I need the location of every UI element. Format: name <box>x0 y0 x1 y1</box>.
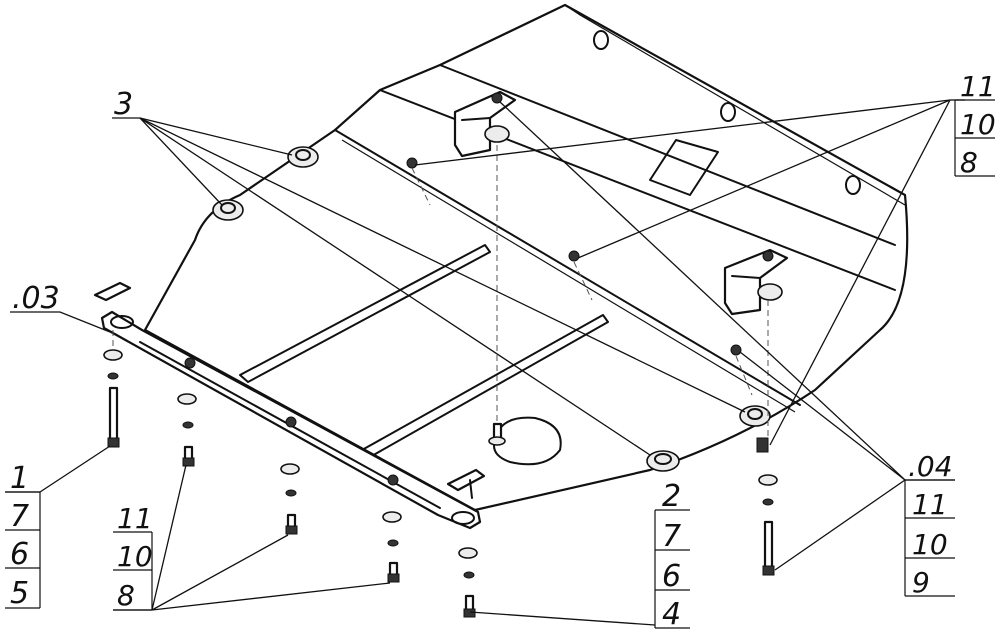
stud <box>488 422 506 446</box>
fastener-stack-right <box>756 437 778 576</box>
callout-item: 8 <box>960 146 978 179</box>
callout-stack-right: .04 11 10 9 <box>904 450 955 599</box>
nut <box>730 344 742 356</box>
assembly-axis-lines <box>112 145 769 438</box>
callout-item: 11 <box>117 502 153 535</box>
callout-stack-left: 1 7 6 5 <box>5 461 41 611</box>
callout-03: .03 <box>12 281 60 316</box>
callout-stack-top-right: 11 10 8 <box>954 70 996 179</box>
clip-part <box>446 468 486 499</box>
callout-item: 10 <box>117 540 153 573</box>
fastener-stack <box>280 463 300 535</box>
bracket-rear-left <box>453 90 517 158</box>
callout-item: 7 <box>10 499 29 534</box>
mount-hole <box>720 102 736 122</box>
leader-lines <box>5 99 965 626</box>
fastener-stack <box>382 511 402 583</box>
drain-opening <box>493 416 562 466</box>
callout-item: 2 <box>662 479 681 514</box>
grommet <box>212 199 244 221</box>
callout-item: 8 <box>117 579 135 612</box>
callout-item: 10 <box>960 108 996 141</box>
callout-stack-bottom: 2 7 6 4 <box>654 479 690 632</box>
fastener-stack <box>458 547 478 618</box>
callout-item: 10 <box>912 528 948 561</box>
bracket-rear-right <box>723 248 789 316</box>
service-hatch <box>649 139 719 196</box>
front-bracket-bar <box>100 310 482 530</box>
fastener-stack <box>177 393 197 467</box>
mount-hole <box>593 30 609 50</box>
callout-item: 11 <box>960 70 996 103</box>
mount-hole <box>845 175 861 195</box>
callout-item: 6 <box>662 559 681 594</box>
callout-item: 4 <box>662 597 681 632</box>
stiffening-rib <box>239 244 491 383</box>
callout-item: .04 <box>908 450 953 483</box>
clip-part <box>93 281 132 302</box>
callout-item: 11 <box>912 488 948 521</box>
grommet <box>646 450 680 472</box>
callout-3: 3 <box>114 87 133 122</box>
callout-item: 9 <box>912 566 930 599</box>
callout-stack-mid: 11 10 8 <box>113 502 153 612</box>
callout-item: 6 <box>10 537 29 572</box>
grommet <box>739 405 771 427</box>
fastener-stack-left <box>103 349 123 448</box>
nut <box>406 157 418 169</box>
callout-item: 5 <box>10 576 29 611</box>
protection-plate <box>143 3 909 512</box>
callout-item: 1 <box>10 461 29 496</box>
nut <box>568 250 580 262</box>
grommet <box>287 146 319 168</box>
callout-item: 7 <box>662 519 681 554</box>
